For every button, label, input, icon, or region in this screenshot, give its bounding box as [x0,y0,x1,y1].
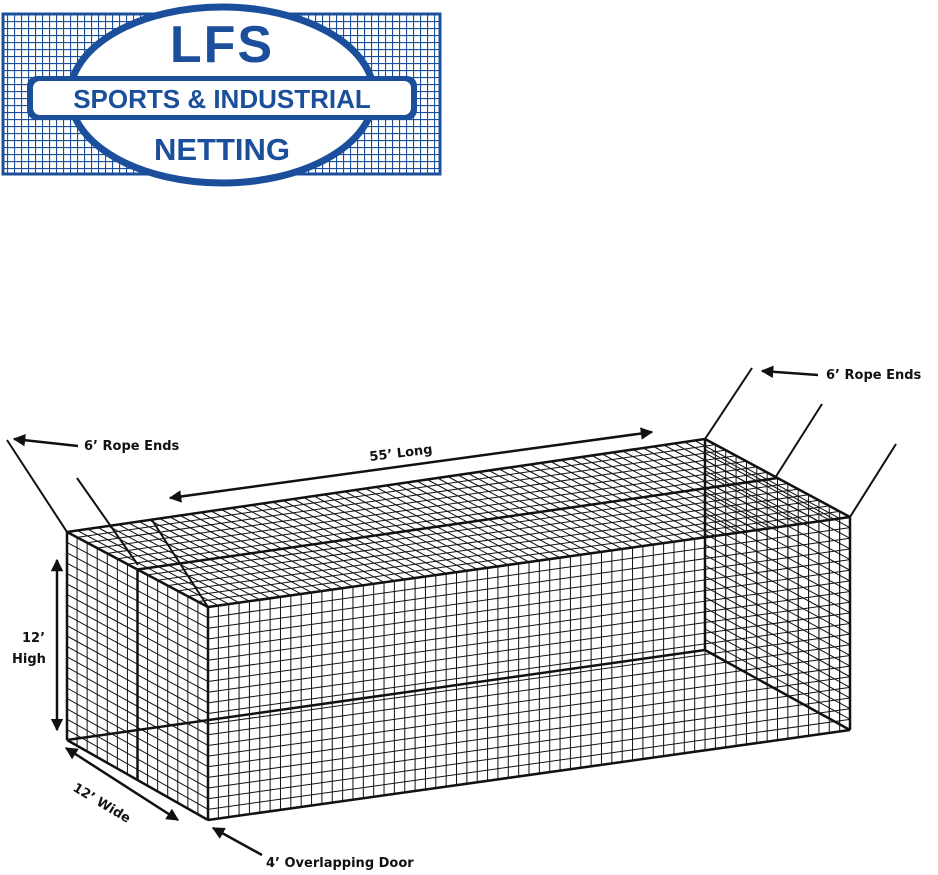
net-end-right-line [704,512,851,592]
net-end-right-line [704,501,851,582]
net-end-right-line [704,628,851,710]
net-top-line [117,466,757,560]
net-end-right-line [704,586,851,667]
lfs-logo: LFS SPORTS & INDUSTRIAL NETTING [1,3,442,187]
net-end-right-line [704,491,851,571]
label-door: 4’ Overlapping Door [266,856,414,871]
net-front-line [207,559,851,651]
net-end-right-line [704,522,851,603]
label-width: 12’ Wide [70,781,133,827]
net-end-right-line [704,480,851,561]
net-front-line [207,697,851,789]
frame-edge [207,515,851,609]
net-top-line [147,483,788,576]
net-front-line [207,623,851,714]
frame-edge [66,648,706,742]
net-end-right-line [704,639,851,720]
label-rope-ends-right: 6’ Rope Ends [826,368,922,383]
arrow-rope-right [760,365,819,379]
frame-ridge [137,476,778,571]
net-front-line [207,537,851,629]
net-top-line [127,471,768,565]
net-front-line [207,708,851,800]
logo-line2: NETTING [154,132,290,167]
net-front-line [207,591,851,683]
logo-line1: SPORTS & INDUSTRIAL [73,84,371,114]
net-top-line [177,499,819,592]
net-end-right-line [704,544,851,624]
net-top-line [97,455,737,549]
net-front-line [207,676,851,768]
net-top-line [107,460,747,554]
net-end-right-line [704,533,851,614]
net-front-line [207,527,851,619]
arrow-length [168,427,654,503]
cage-net [65,437,852,822]
net-front-line [207,548,851,640]
arrow-width [64,746,180,822]
net-front-line [207,569,851,661]
net-end-right-line [704,617,851,699]
arrow-rope-left [12,434,79,448]
net-top-line [167,494,809,587]
net-top-line [187,505,830,597]
net-front-line [207,633,851,725]
net-end-right-line [704,459,851,539]
net-end-right-line [704,596,851,678]
net-front-line [207,718,851,810]
dimension-arrows [12,365,819,857]
net-front-line [207,665,851,757]
net-front-line [207,686,851,778]
net-top-line [197,510,840,603]
label-rope-ends-left: 6’ Rope Ends [84,439,180,454]
frame-edge [704,648,851,732]
net-front-line [207,601,851,693]
arrow-door [211,826,263,857]
net-end-right-line [704,565,851,646]
logo-brand: LFS [170,16,274,74]
net-top-line [157,488,799,581]
net-front-line [207,612,851,704]
label-length: 55’ Long [369,442,434,465]
net-end-right-line [704,449,851,529]
rope-ends [6,367,897,608]
net-end-right-line [704,575,851,656]
net-front-line [207,644,851,736]
frame-edge [207,728,851,822]
net-end-right-line [704,607,851,688]
label-height-word: High [12,652,46,667]
label-height-value: 12’ [22,631,45,646]
net-end-right-line [704,554,851,635]
net-front-line [207,580,851,672]
